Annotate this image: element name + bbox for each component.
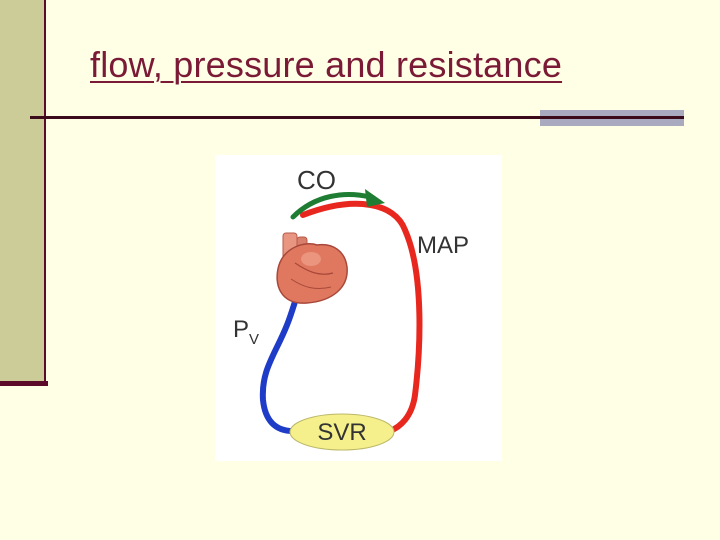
left-accent-bar — [0, 0, 46, 383]
label-co: CO — [297, 165, 336, 195]
left-accent-bar-cap — [0, 381, 48, 386]
svr-oval — [289, 413, 395, 451]
heart-icon — [276, 232, 348, 304]
title-divider-accent-line — [540, 116, 684, 119]
label-pv-sub: V — [249, 331, 259, 348]
arterial-vessel — [300, 200, 423, 434]
venous-vessel — [259, 287, 302, 434]
label-pv-main: P — [233, 316, 249, 343]
circulation-diagram: CO MAP PV SVR — [215, 155, 502, 461]
label-svr: SVR — [317, 419, 366, 446]
circulation-diagram-svg: CO MAP PV SVR — [233, 165, 469, 451]
slide-title: flow, pressure and resistance — [90, 44, 563, 85]
flow-arrow-icon — [290, 189, 385, 220]
label-map: MAP — [417, 232, 469, 259]
label-pv: PV — [233, 316, 259, 348]
title-divider — [30, 116, 542, 119]
